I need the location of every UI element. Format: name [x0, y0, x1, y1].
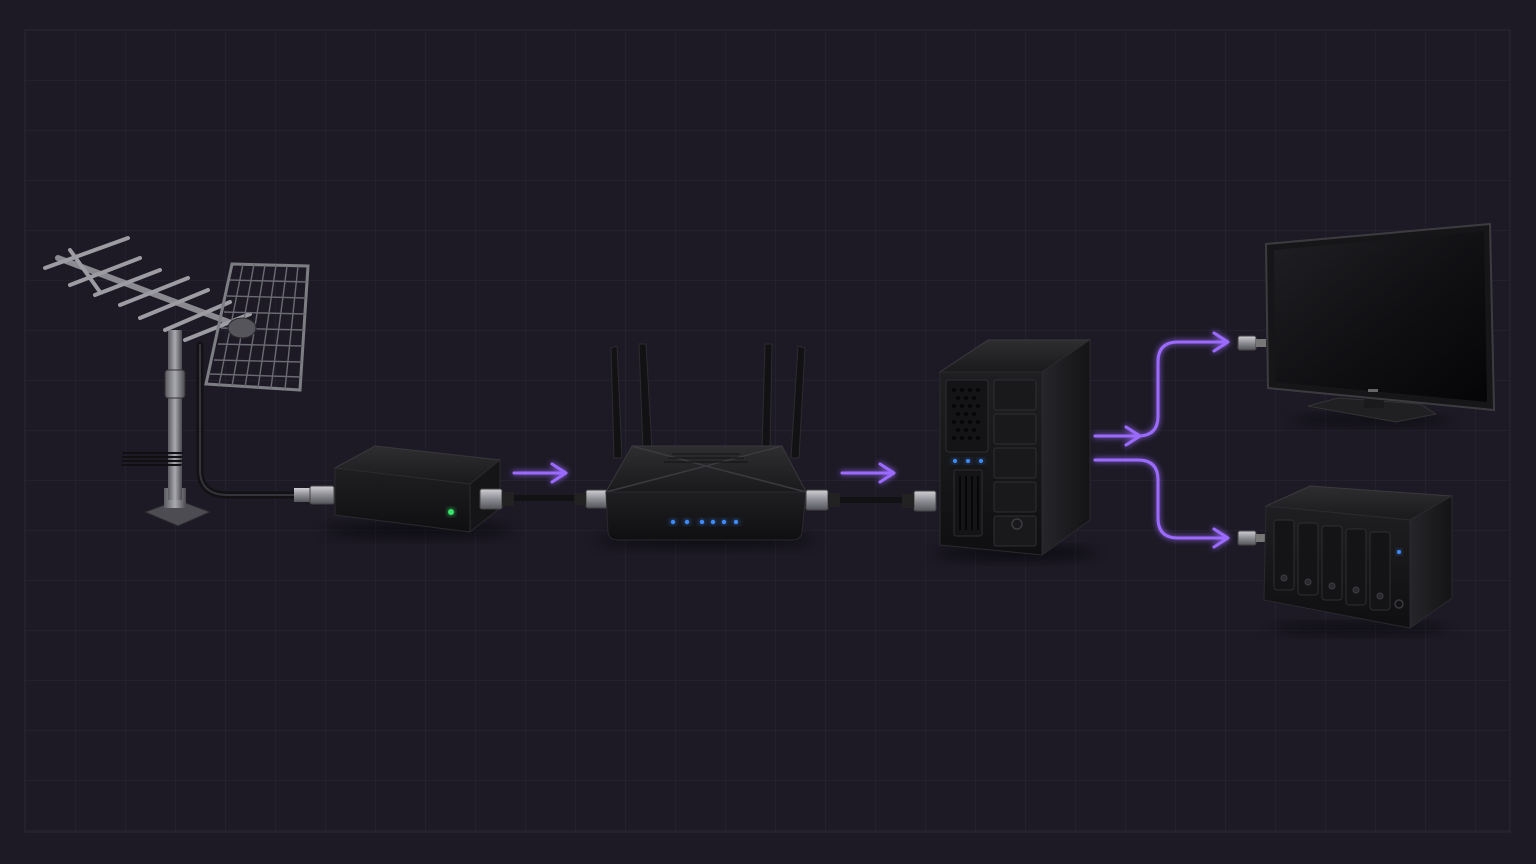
link-server-nas: [1093, 458, 1230, 549]
router-status-leds: [670, 519, 739, 525]
flow-arrow-modem-router: [512, 462, 568, 484]
modem-ethernet-plug: [479, 488, 503, 510]
router-antennas: [610, 343, 806, 459]
modem-coax-connector: [294, 485, 335, 505]
antenna-clamp: [164, 369, 186, 399]
server-node: [933, 339, 1097, 560]
server-ethernet-plug: [913, 490, 937, 512]
nas-status-led: [1397, 550, 1401, 554]
modem-status-led: [448, 509, 454, 515]
link-server-tv: [1093, 331, 1230, 447]
arrowhead-server-out: [1124, 425, 1142, 447]
server-side: [1041, 339, 1091, 556]
router-top-vents: [664, 453, 748, 463]
server-power-button: [1011, 518, 1023, 530]
tv-stand-base: [1307, 397, 1438, 423]
server-drive-bays: [993, 379, 1037, 547]
nas-connector: [1237, 530, 1266, 546]
grid-border: [24, 29, 1511, 833]
arrowhead-tv: [1212, 331, 1230, 353]
server-lower-vent-slots: [959, 476, 979, 530]
yagi-boom: [55, 255, 253, 333]
router-top: [605, 445, 807, 493]
router-front: [605, 491, 807, 541]
link-router-server: [805, 462, 937, 512]
antenna-hub: [227, 317, 257, 339]
modem-vent-grille: [120, 452, 184, 466]
server-vent-holes: [952, 388, 980, 440]
nas-bay-handles: [1280, 574, 1384, 600]
link-modem-router: [479, 462, 609, 510]
server-status-leds: [953, 459, 983, 463]
nas-node: [1263, 485, 1454, 634]
flow-arrow-router-server: [840, 462, 896, 484]
nas-power-button: [1394, 599, 1404, 609]
router-wan-plug: [585, 489, 609, 509]
router-node: [595, 343, 815, 548]
tv-screen: [1274, 231, 1487, 402]
arrowhead-nas: [1212, 527, 1230, 549]
router-lan-plug: [805, 489, 829, 511]
tv-connector: [1237, 335, 1266, 351]
antenna-pole: [168, 330, 182, 500]
tv-logo: [1368, 389, 1378, 392]
tv-node: [1264, 222, 1496, 426]
nas-drive-bays: [1273, 519, 1391, 611]
